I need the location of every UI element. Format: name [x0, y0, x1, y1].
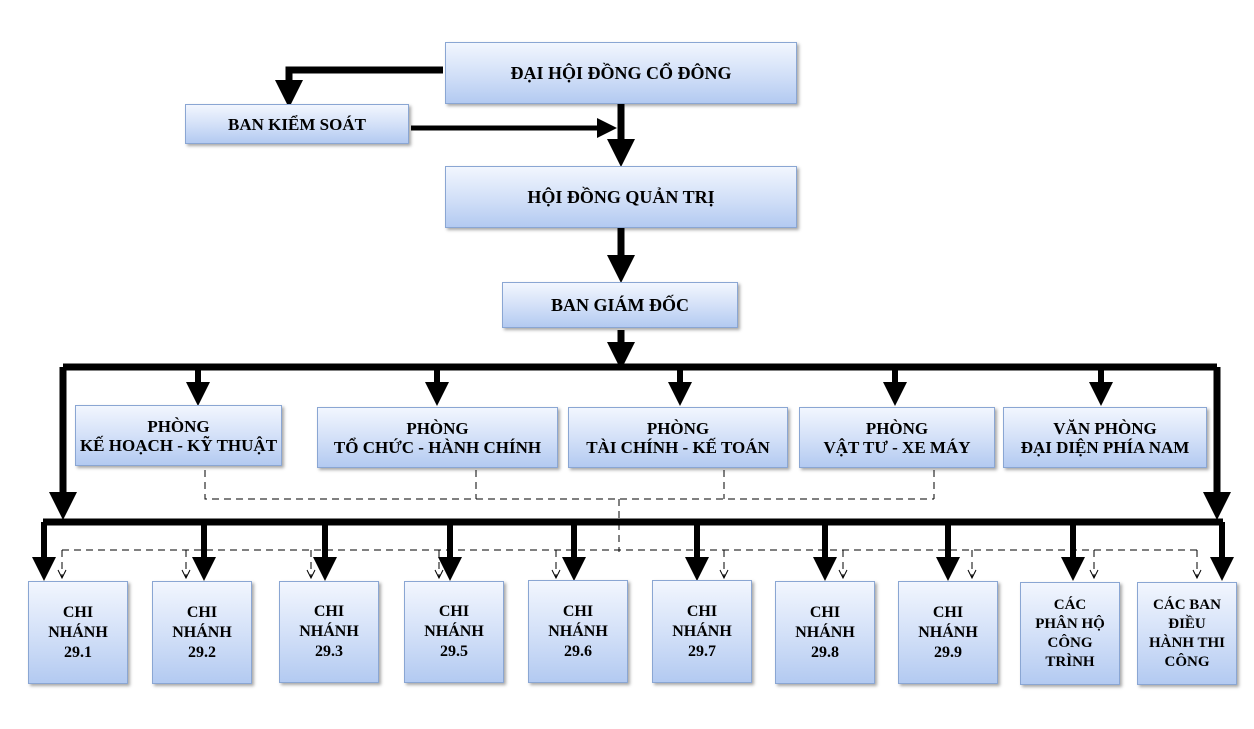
unit-branch-29-9-box: CHI NHÁNH 29.9 [898, 581, 998, 684]
unit-branch-29-2-box: CHI NHÁNH 29.2 [152, 581, 252, 684]
unit-label: CHI NHÁNH 29.3 [299, 603, 359, 660]
unit-label: CHI NHÁNH 29.9 [918, 603, 978, 661]
department-label: PHÒNG TỔ CHỨC - HÀNH CHÍNH [333, 418, 542, 457]
department-label: PHÒNG VẬT TƯ - XE MÁY [823, 418, 971, 457]
unit-construction-management-box: CÁC BAN ĐIỀU HÀNH THI CÔNG [1137, 582, 1237, 685]
unit-label: CHI NHÁNH 29.2 [172, 603, 232, 661]
unit-construction-sections-box: CÁC PHÂN HỘ CÔNG TRÌNH [1020, 582, 1120, 685]
supervisory-box: BAN KIỂM SOÁT [185, 104, 409, 144]
unit-label: CÁC PHÂN HỘ CÔNG TRÌNH [1035, 596, 1105, 670]
unit-label: CHI NHÁNH 29.7 [672, 602, 732, 660]
unit-label: CHI NHÁNH 29.1 [48, 603, 108, 661]
supervisory-label: BAN KIỂM SOÁT [228, 114, 366, 134]
link-shareholders-supervisory [275, 66, 443, 108]
unit-branch-29-8-box: CHI NHÁNH 29.8 [775, 581, 875, 684]
shareholders-label: ĐẠI HỘI ĐỒNG CỔ ĐÔNG [510, 63, 732, 83]
department-label: VĂN PHÒNG ĐẠI DIỆN PHÍA NAM [1020, 418, 1190, 457]
unit-branch-29-7-box: CHI NHÁNH 29.7 [652, 580, 752, 683]
unit-branch-29-6-box: CHI NHÁNH 29.6 [528, 580, 628, 683]
unit-label: CHI NHÁNH 29.6 [548, 602, 608, 660]
department-label: PHÒNG TÀI CHÍNH - KẾ TOÁN [586, 418, 770, 457]
department-south-office-box: VĂN PHÒNG ĐẠI DIỆN PHÍA NAM [1003, 407, 1207, 468]
department-organization-box: PHÒNG TỔ CHỨC - HÀNH CHÍNH [317, 407, 558, 468]
unit-branch-29-3-box: CHI NHÁNH 29.3 [279, 581, 379, 683]
department-planning-box: PHÒNG KẾ HOẠCH - KỸ THUẬT [75, 405, 282, 466]
board-label: HỘI ĐỒNG QUẢN TRỊ [527, 187, 715, 207]
unit-branch-29-1-box: CHI NHÁNH 29.1 [28, 581, 128, 684]
board-box: HỘI ĐỒNG QUẢN TRỊ [445, 166, 797, 228]
shareholders-box: ĐẠI HỘI ĐỒNG CỔ ĐÔNG [445, 42, 797, 104]
department-label: PHÒNG KẾ HOẠCH - KỸ THUẬT [79, 416, 278, 455]
unit-branch-29-5-box: CHI NHÁNH 29.5 [404, 581, 504, 683]
unit-label: CÁC BAN ĐIỀU HÀNH THI CÔNG [1149, 596, 1225, 670]
department-materials-box: PHÒNG VẬT TƯ - XE MÁY [799, 407, 995, 468]
directors-label: BAN GIÁM ĐỐC [551, 295, 689, 315]
department-finance-box: PHÒNG TÀI CHÍNH - KẾ TOÁN [568, 407, 788, 468]
unit-label: CHI NHÁNH 29.5 [424, 603, 484, 660]
unit-label: CHI NHÁNH 29.8 [795, 603, 855, 661]
directors-box: BAN GIÁM ĐỐC [502, 282, 738, 328]
